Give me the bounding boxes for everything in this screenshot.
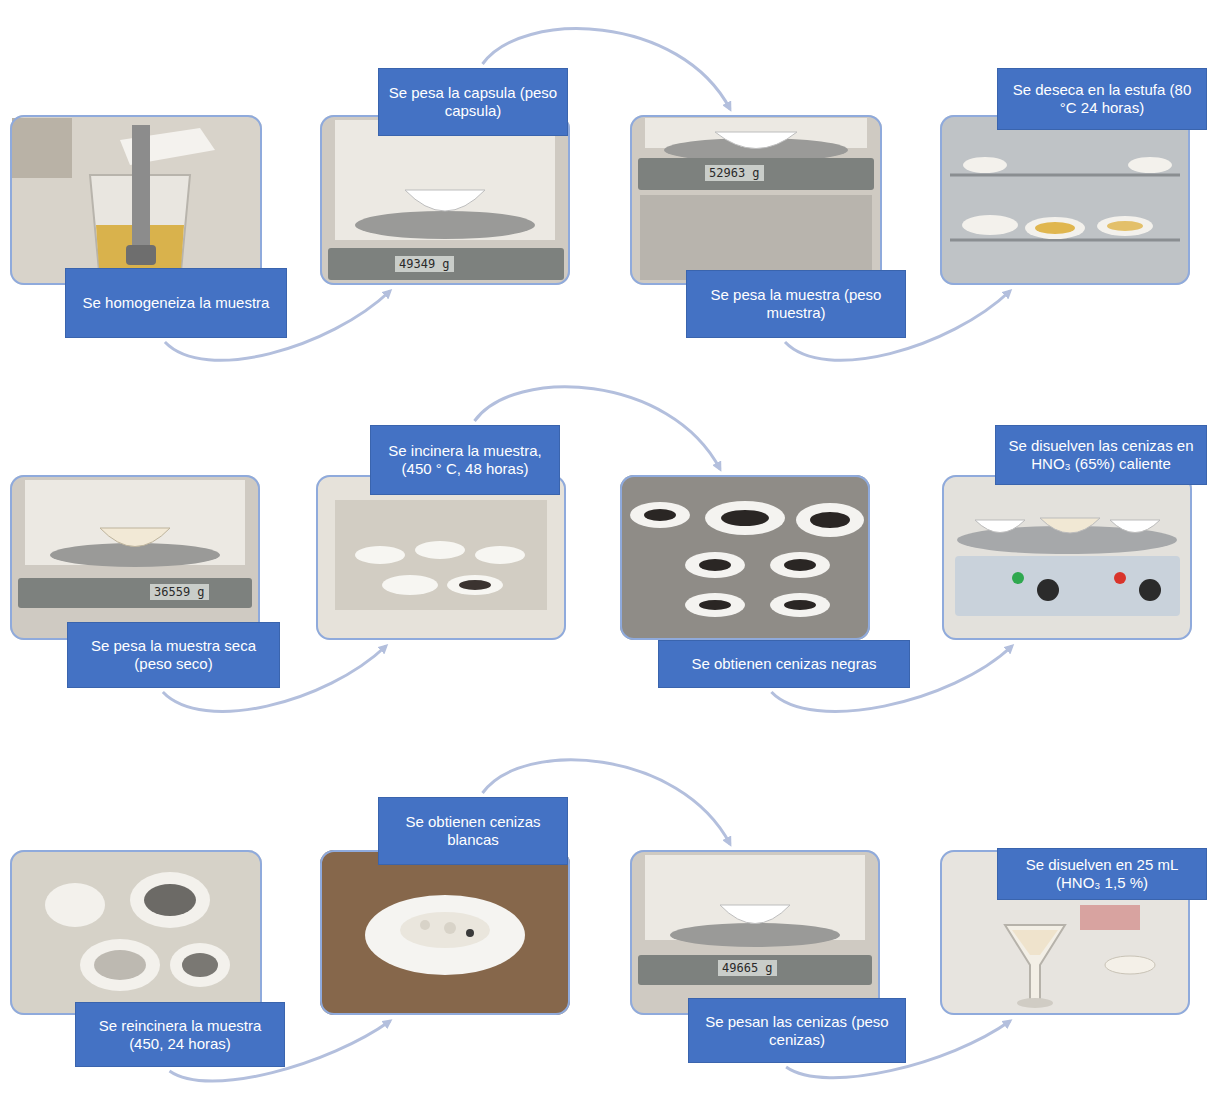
oven-photo	[940, 115, 1190, 285]
furnace-photo	[316, 475, 566, 640]
step-label: Se reincinera la muestra (450, 24 horas)	[75, 1002, 285, 1067]
step-frame: Se reincinera la muestra (450, 24 horas)	[10, 850, 262, 1015]
balance-reading: 52963 g	[705, 165, 764, 181]
step-frame: Se incinera la muestra, (450 ° C, 48 hor…	[316, 475, 566, 640]
step-frame: Se deseca en la estufa (80 °C 24 horas)	[940, 115, 1190, 285]
balance-photo	[630, 850, 880, 1015]
step-label: Se pesa la muestra seca (peso seco)	[67, 622, 280, 688]
step-label: Se obtienen cenizas blancas	[378, 797, 568, 865]
blender-photo	[10, 115, 262, 285]
step-frame: Se obtienen cenizas blancas	[320, 850, 570, 1015]
balance-photo	[10, 475, 260, 640]
step-frame: Se disuelven en 25 mL (HNO₃ 1,5 %)	[940, 850, 1190, 1015]
balance-reading: 49349 g	[395, 256, 454, 272]
balance-photo	[630, 115, 882, 285]
furnace-photo	[10, 850, 262, 1015]
balance-reading: 49665 g	[718, 960, 777, 976]
step-frame: Se pesan las cenizas (peso cenizas)	[630, 850, 880, 1015]
step-label: Se incinera la muestra, (450 ° C, 48 hor…	[370, 425, 560, 495]
step-label: Se pesan las cenizas (peso cenizas)	[688, 998, 906, 1063]
step-frame: Se disuelven las cenizas en HNO₃ (65%) c…	[942, 475, 1192, 640]
balance-photo	[320, 115, 570, 285]
step-label: Se disuelven las cenizas en HNO₃ (65%) c…	[995, 425, 1207, 485]
step-label: Se obtienen cenizas negras	[658, 640, 910, 688]
hot-plate-photo	[942, 475, 1192, 640]
step-label: Se disuelven en 25 mL (HNO₃ 1,5 %)	[997, 848, 1207, 900]
step-label: Se pesa la muestra (peso muestra)	[686, 270, 906, 338]
step-frame: Se pesa la muestra seca (peso seco)	[10, 475, 260, 640]
step-label: Se deseca en la estufa (80 °C 24 horas)	[997, 68, 1207, 130]
white-ash-photo	[320, 850, 570, 1015]
balance-reading: 36559 g	[150, 584, 209, 600]
black-ash-photo	[620, 475, 870, 640]
step-label: Se pesa la capsula (peso capsula)	[378, 68, 568, 136]
step-frame: Se pesa la muestra (peso muestra)	[630, 115, 882, 285]
step-frame: Se homogeneiza la muestra	[10, 115, 262, 285]
step-frame: Se obtienen cenizas negras	[620, 475, 870, 640]
step-label: Se homogeneiza la muestra	[65, 268, 287, 338]
